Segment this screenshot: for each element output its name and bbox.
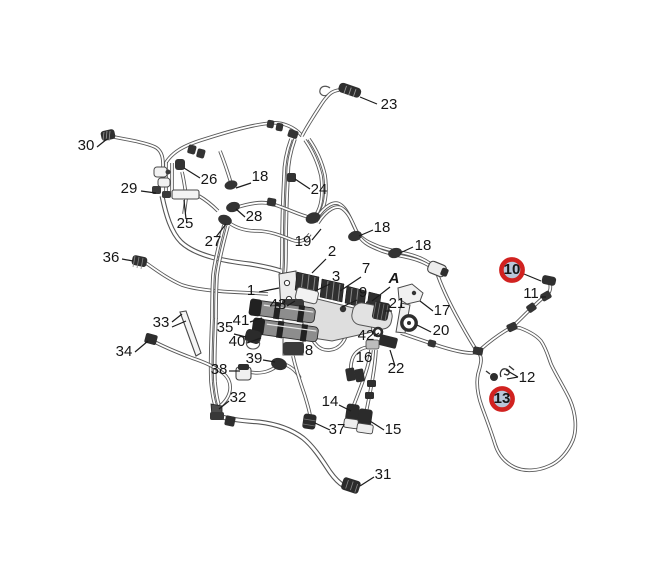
svg-text:13: 13 [494,390,511,407]
svg-text:26: 26 [201,171,218,188]
svg-text:20: 20 [433,322,450,339]
svg-text:24: 24 [311,181,328,198]
svg-text:2: 2 [328,243,336,260]
svg-text:1: 1 [247,282,255,299]
svg-text:8: 8 [305,342,313,359]
svg-text:28: 28 [246,208,263,225]
svg-text:27: 27 [205,233,222,250]
svg-text:38: 38 [211,361,228,378]
svg-text:A: A [388,270,400,287]
svg-text:29: 29 [121,180,138,197]
svg-text:14: 14 [322,393,339,410]
svg-text:36: 36 [103,249,120,266]
svg-text:19: 19 [295,233,312,250]
svg-text:39: 39 [246,350,263,367]
svg-text:34: 34 [116,343,133,360]
svg-text:18: 18 [252,168,269,185]
svg-text:37: 37 [329,421,346,438]
svg-text:32: 32 [230,389,247,406]
svg-text:21: 21 [389,295,406,312]
svg-text:33: 33 [153,314,170,331]
svg-text:3: 3 [332,268,340,285]
svg-text:31: 31 [375,466,392,483]
svg-text:40: 40 [229,333,246,350]
svg-text:42: 42 [358,327,375,344]
svg-text:22: 22 [388,360,405,377]
svg-text:41: 41 [233,312,250,329]
svg-text:18: 18 [415,237,432,254]
svg-text:17: 17 [434,302,451,319]
svg-text:25: 25 [177,215,194,232]
svg-text:23: 23 [381,96,398,113]
svg-text:35: 35 [217,319,234,336]
svg-text:7: 7 [362,260,370,277]
svg-text:16: 16 [356,349,373,366]
svg-text:9: 9 [359,284,367,301]
svg-text:11: 11 [523,285,539,302]
svg-text:12: 12 [519,369,536,386]
svg-text:10: 10 [504,261,521,278]
svg-text:18: 18 [374,219,391,236]
svg-text:15: 15 [385,421,402,438]
svg-text:30: 30 [78,137,95,154]
svg-text:43: 43 [270,296,287,313]
